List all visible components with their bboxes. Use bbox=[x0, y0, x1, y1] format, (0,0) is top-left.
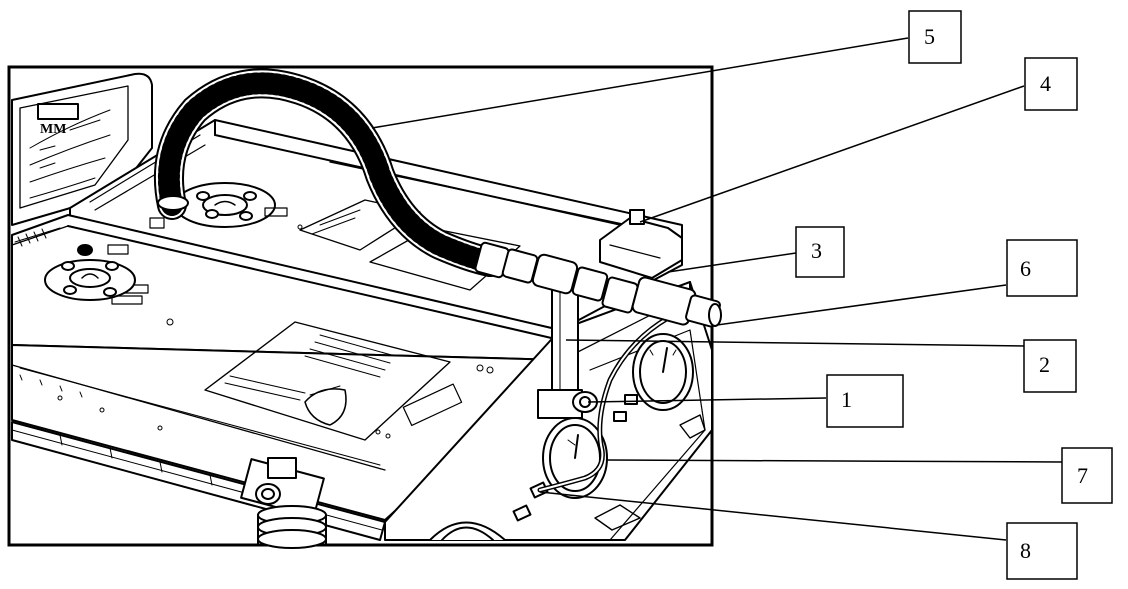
spring-post bbox=[257, 505, 327, 549]
leader-line-8 bbox=[539, 491, 1007, 541]
drawing-table bbox=[11, 321, 563, 521]
leader-line-2 bbox=[565, 339, 1025, 347]
label-6: 6 bbox=[1020, 256, 1031, 281]
label-1: 1 bbox=[841, 387, 852, 412]
label-3: 3 bbox=[811, 238, 822, 263]
gauges bbox=[429, 333, 694, 541]
front-fixture bbox=[44, 259, 136, 301]
label-numbers: 5 4 3 6 2 1 7 8 bbox=[811, 24, 1088, 563]
leader-lines bbox=[371, 37, 1063, 541]
leader-line-5 bbox=[371, 37, 909, 129]
nozzle-assembly bbox=[474, 241, 722, 328]
leader-line-6 bbox=[716, 284, 1007, 326]
leader-line-4 bbox=[639, 85, 1025, 223]
label-8: 8 bbox=[1020, 538, 1031, 563]
label-4: 4 bbox=[1040, 71, 1051, 96]
machine-drawing: MM bbox=[11, 68, 722, 549]
leader-line-7 bbox=[605, 459, 1063, 463]
label-7: 7 bbox=[1077, 463, 1088, 488]
dial-text: MM bbox=[40, 122, 66, 137]
back-clamp bbox=[599, 209, 683, 279]
label-5: 5 bbox=[924, 24, 935, 49]
back-fixture bbox=[174, 182, 288, 228]
leader-line-1 bbox=[587, 397, 827, 403]
label-boxes bbox=[795, 10, 1113, 580]
label-2: 2 bbox=[1039, 352, 1050, 377]
leader-line-3 bbox=[667, 252, 797, 273]
